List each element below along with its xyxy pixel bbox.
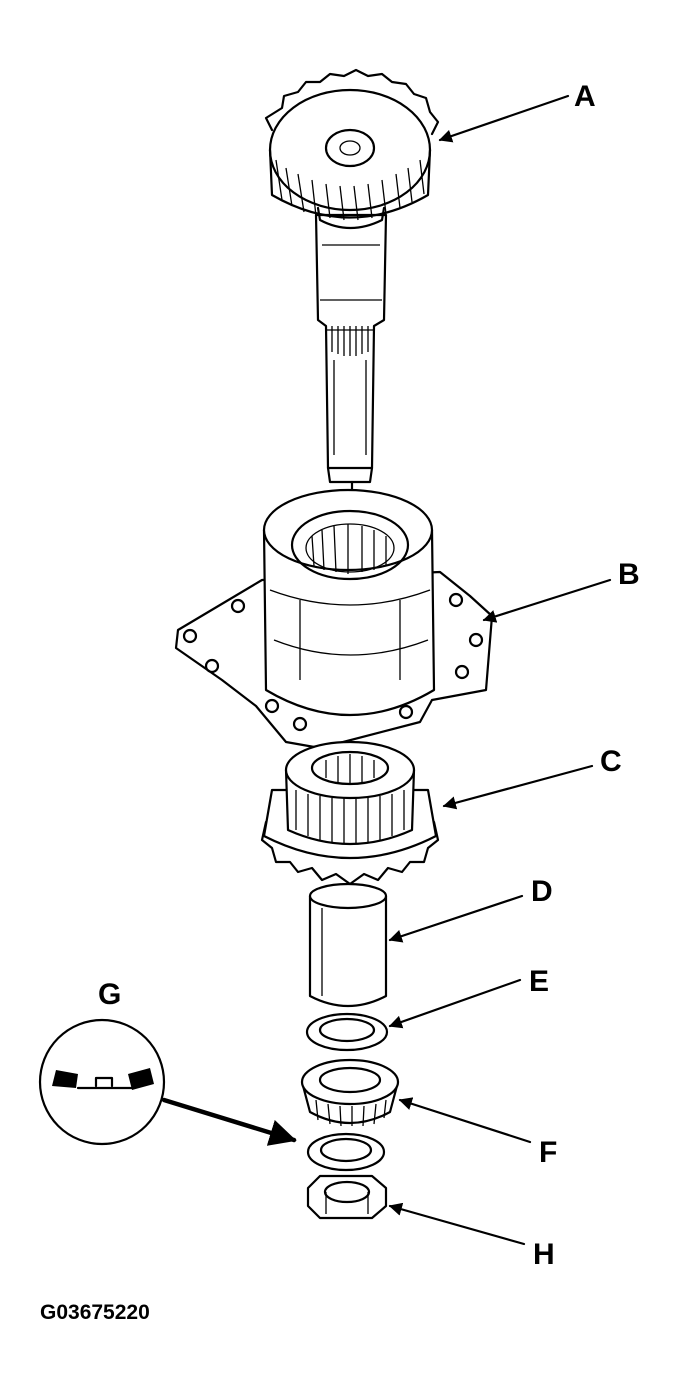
part-d-spacer [308, 882, 388, 1008]
arrow-c [442, 764, 594, 810]
label-b: B [618, 558, 640, 591]
gear-teeth [275, 159, 425, 221]
part-a-gear-shaft [264, 68, 440, 502]
part-g-detail-view [38, 1018, 166, 1146]
label-e: E [529, 965, 549, 998]
arrow-d [388, 894, 524, 943]
arrow-e [388, 978, 522, 1029]
label-c: C [600, 745, 622, 778]
label-d: D [531, 875, 553, 908]
part-c-bevel-gear [260, 740, 440, 886]
arrow-g [161, 1097, 297, 1146]
leader-arrows [161, 94, 612, 1246]
label-g: G [98, 978, 121, 1011]
label-h: H [533, 1238, 555, 1271]
label-f: F [539, 1136, 557, 1169]
part-b-housing [174, 488, 494, 750]
arrow-h [388, 1202, 526, 1246]
label-a: A [574, 80, 596, 113]
arrow-f [398, 1097, 532, 1144]
part-e-shim [305, 1012, 389, 1052]
part-f-bearing [300, 1058, 400, 1127]
arrow-b [482, 578, 612, 623]
arrow-a [438, 94, 570, 143]
part-h-nut [306, 1174, 388, 1220]
figure-code: G03675220 [40, 1301, 150, 1324]
shaft-splines [331, 326, 369, 356]
lower-shim [306, 1132, 386, 1172]
